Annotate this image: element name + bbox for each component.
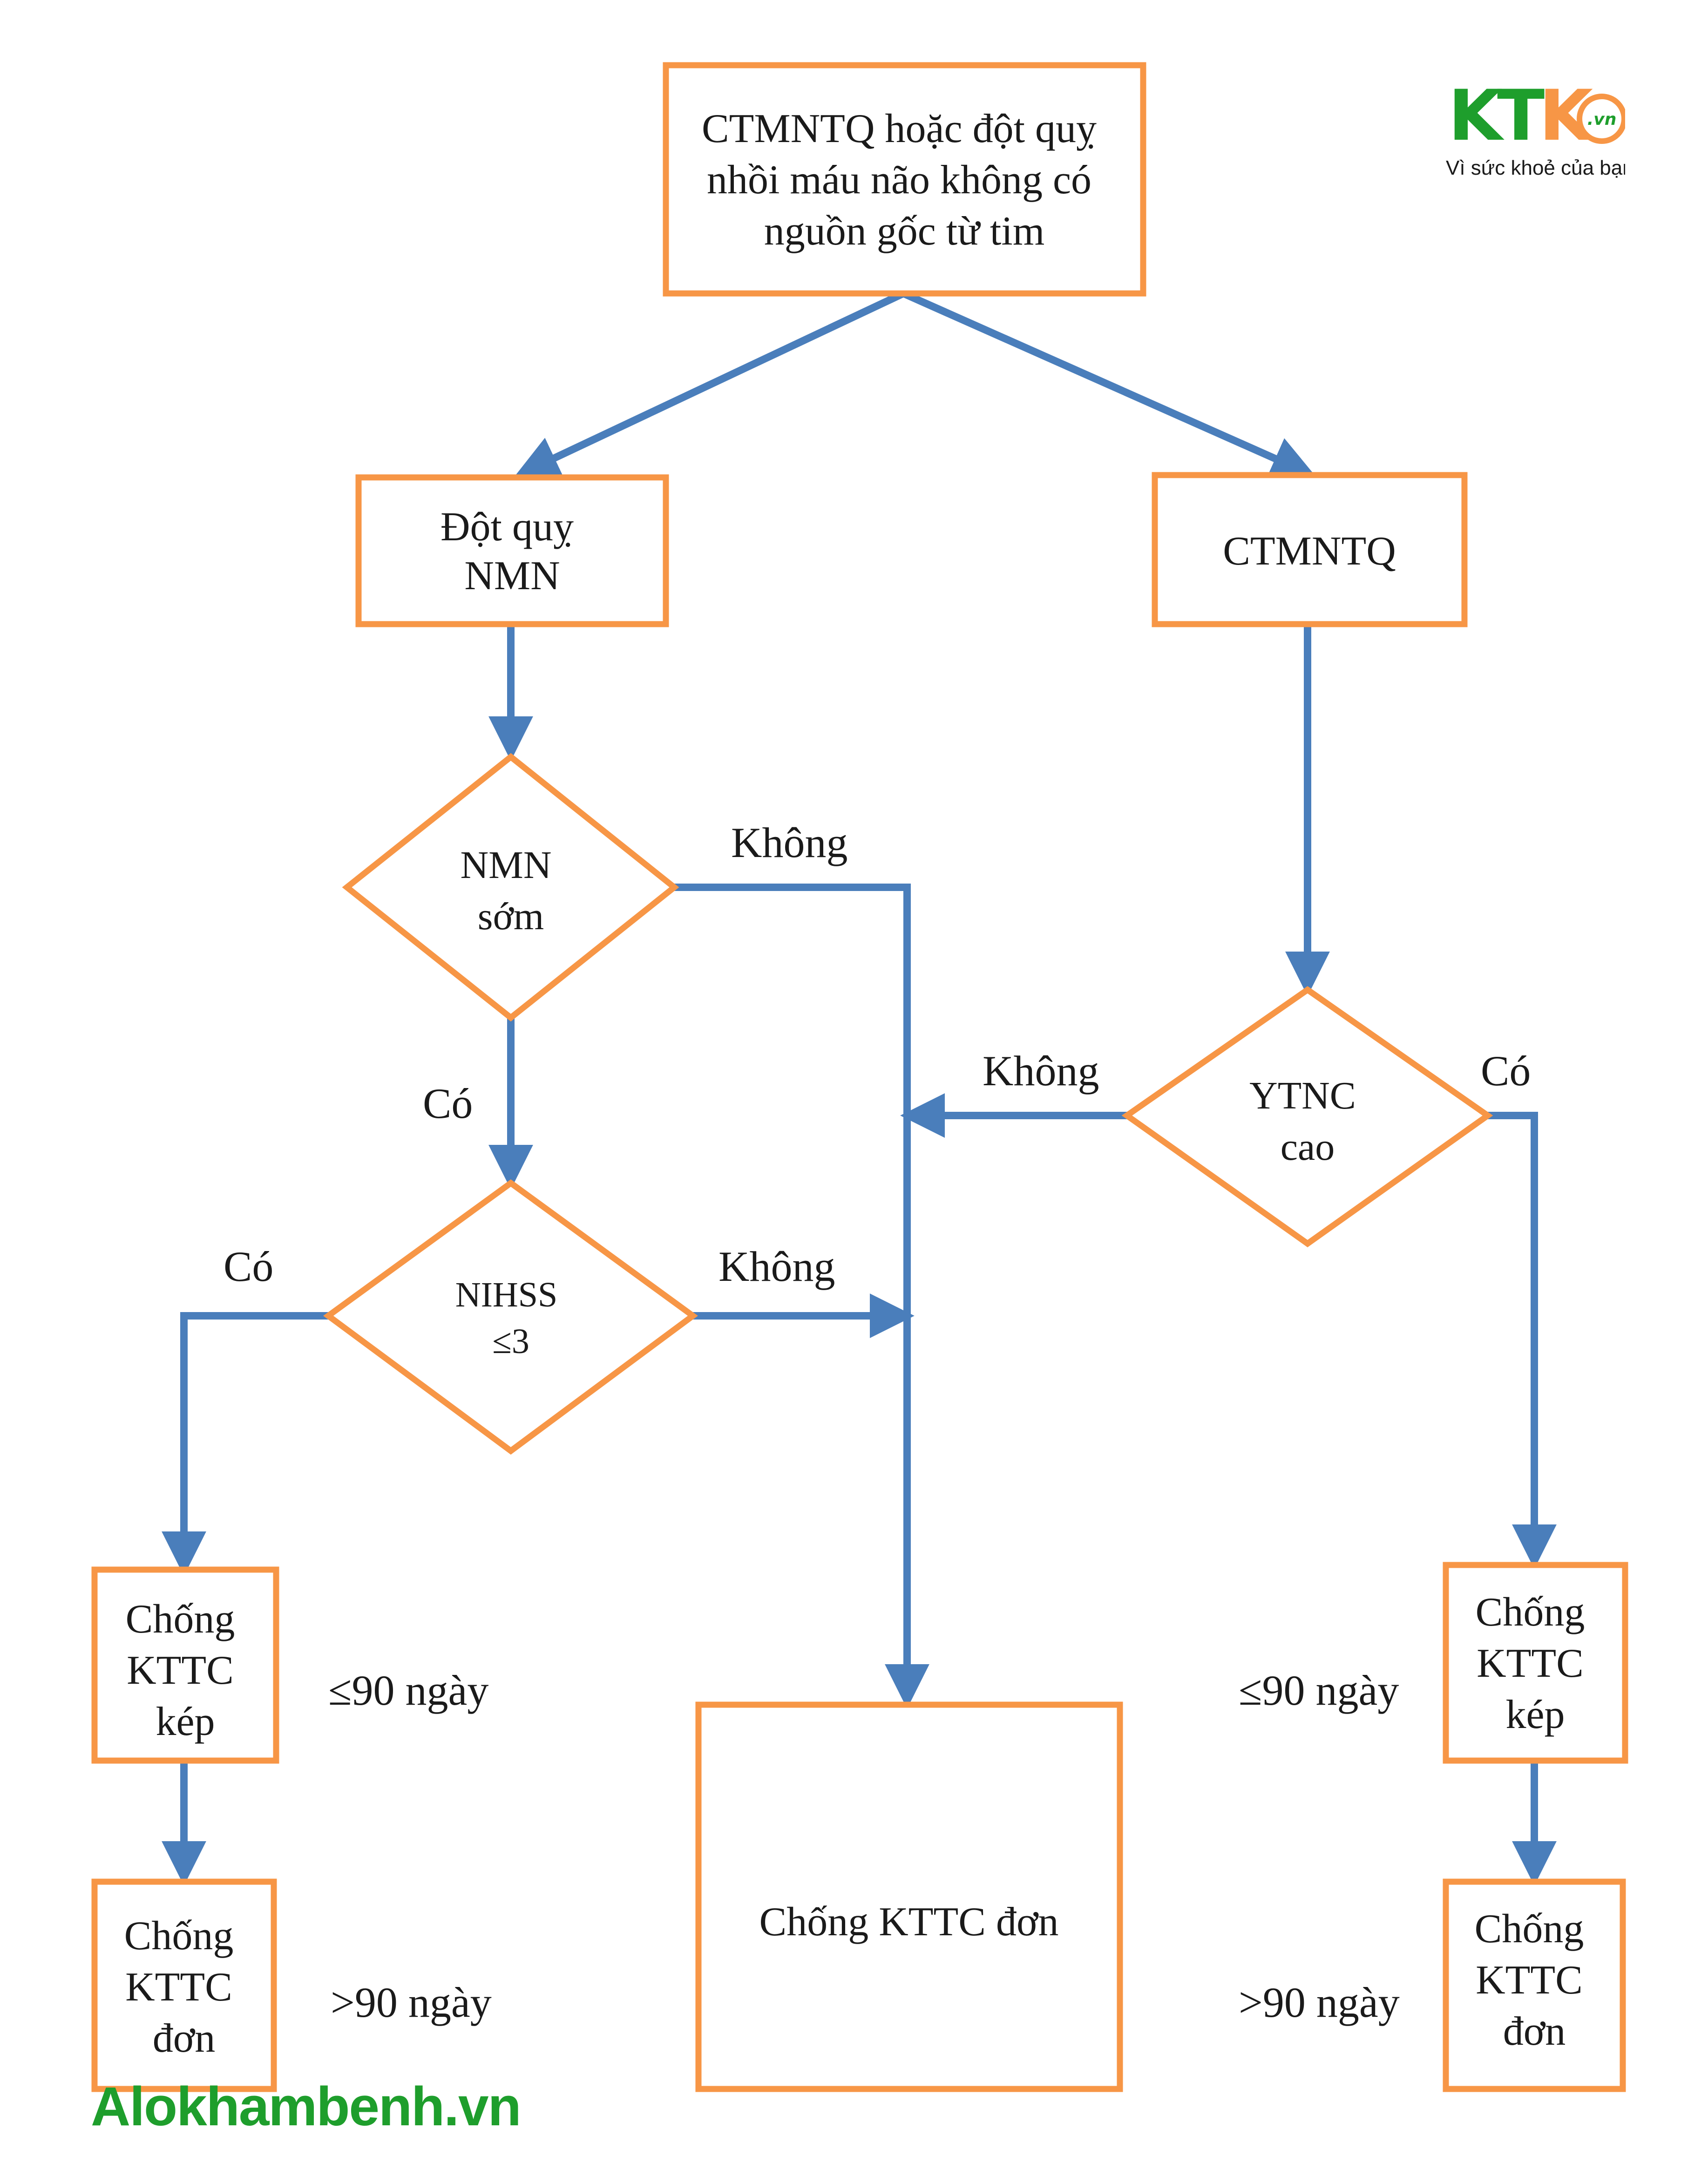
- dual-right-line-2: KTTC: [1477, 1641, 1584, 1686]
- right-long-duration: >90 ngày: [1239, 1979, 1400, 2026]
- start-line-2: nhồi máu não không có: [707, 157, 1091, 203]
- edge-start-to-tia: [901, 290, 1316, 479]
- logo-tagline: Vì sức khoẻ của bạn: [1446, 156, 1625, 179]
- edge-nihss-yes: [162, 1312, 328, 1576]
- duration-labels: ≤90 ngày >90 ngày ≤90 ngày >90 ngày: [328, 1667, 1400, 2026]
- stroke-line-2: NMN: [464, 553, 560, 599]
- dual-right-node: [1443, 1562, 1628, 1764]
- start-line-3: nguồn gốc từ tim: [764, 209, 1045, 254]
- nihss-no-label: Không: [718, 1243, 835, 1290]
- nihss-decision: [323, 1179, 698, 1455]
- early-yes-label: Có: [423, 1080, 473, 1127]
- left-short-duration: ≤90 ngày: [328, 1667, 488, 1714]
- dual-right-line-1: Chống: [1476, 1590, 1585, 1635]
- single-left-node: [91, 1878, 277, 2092]
- nihss-text: NIHSS ≤3: [455, 1275, 567, 1361]
- early-no-label: Không: [731, 819, 847, 866]
- ktk-logo: K T K .vn Vì sức khoẻ của bạn: [1446, 75, 1625, 179]
- dual-left-line-2: KTTC: [127, 1648, 234, 1693]
- start-node: [663, 62, 1146, 297]
- ytnc-text: YTNC cao: [1249, 1074, 1366, 1169]
- left-long-duration: >90 ngày: [331, 1979, 492, 2026]
- tia-node: [1152, 472, 1468, 627]
- tia-line-1: CTMNTQ: [1223, 529, 1396, 574]
- tia-text: CTMNTQ: [1223, 529, 1396, 574]
- stroke-node: [355, 474, 669, 627]
- nodes: [91, 62, 1628, 2092]
- early-text: NMN sớm: [460, 844, 561, 938]
- logo-letter-t: T: [1497, 75, 1545, 156]
- single-right-line-1: Chống: [1475, 1906, 1584, 1952]
- node-labels: CTMNTQ hoặc đột quỵ nhồi máu não không c…: [124, 106, 1595, 2061]
- logo-letter-k2: K: [1539, 75, 1595, 156]
- edge-labels: Không Có Có Không Không Có: [224, 819, 1531, 1290]
- start-text: CTMNTQ hoặc đột quỵ nhồi máu não không c…: [702, 106, 1107, 254]
- early-line-2: sớm: [478, 895, 544, 938]
- early-line-1: NMN: [460, 844, 551, 887]
- edge-ytnc-yes: [1488, 1112, 1557, 1569]
- nihss-line-1: NIHSS: [455, 1275, 558, 1314]
- nihss-line-2: ≤3: [492, 1322, 529, 1361]
- stroke-line-1: Đột quỵ: [441, 504, 574, 550]
- ytnc-no-label: Không: [983, 1047, 1099, 1095]
- single-right-node: [1443, 1878, 1626, 2092]
- ytnc-decision: [1121, 986, 1493, 1247]
- single-right-line-2: KTTC: [1476, 1958, 1583, 2003]
- dual-left-line-1: Chống: [126, 1597, 235, 1642]
- dual-left-line-3: kép: [156, 1699, 215, 1744]
- edge-early-no: [674, 884, 929, 1709]
- single-right-text: Chống KTTC đơn: [1475, 1906, 1594, 2054]
- edge-start-to-stroke: [514, 290, 905, 478]
- logo-vn: .vn: [1587, 110, 1617, 129]
- stroke-text: Đột quỵ NMN: [441, 504, 584, 599]
- single-center-line-1: Chống KTTC đơn: [759, 1899, 1059, 1945]
- single-left-line-2: KTTC: [125, 1965, 232, 2010]
- single-center-text: Chống KTTC đơn: [759, 1899, 1059, 1945]
- right-short-duration: ≤90 ngày: [1239, 1667, 1399, 1714]
- dual-left-node: [91, 1566, 279, 1764]
- dual-right-line-3: kép: [1505, 1692, 1565, 1737]
- logo-circle: [1577, 94, 1625, 144]
- start-line-1: CTMNTQ hoặc đột quỵ: [702, 106, 1097, 151]
- ytnc-line-2: cao: [1281, 1125, 1335, 1169]
- early-decision: [342, 753, 679, 1022]
- dual-right-text: Chống KTTC kép: [1476, 1590, 1595, 1737]
- logo-letter-k: K: [1448, 75, 1505, 156]
- single-left-text: Chống KTTC đơn: [124, 1913, 244, 2061]
- single-left-line-3: đơn: [153, 2016, 216, 2061]
- single-left-line-1: Chống: [124, 1913, 234, 1959]
- single-center-node: [695, 1701, 1123, 2092]
- connectors: [162, 290, 1557, 1886]
- single-right-line-3: đơn: [1503, 2009, 1566, 2054]
- nihss-yes-label: Có: [224, 1243, 273, 1290]
- ytnc-yes-label: Có: [1481, 1047, 1531, 1095]
- site-watermark: Alokhambenh.vn: [91, 2076, 522, 2137]
- dual-left-text: Chống KTTC kép: [126, 1597, 245, 1744]
- ytnc-line-1: YTNC: [1249, 1074, 1356, 1117]
